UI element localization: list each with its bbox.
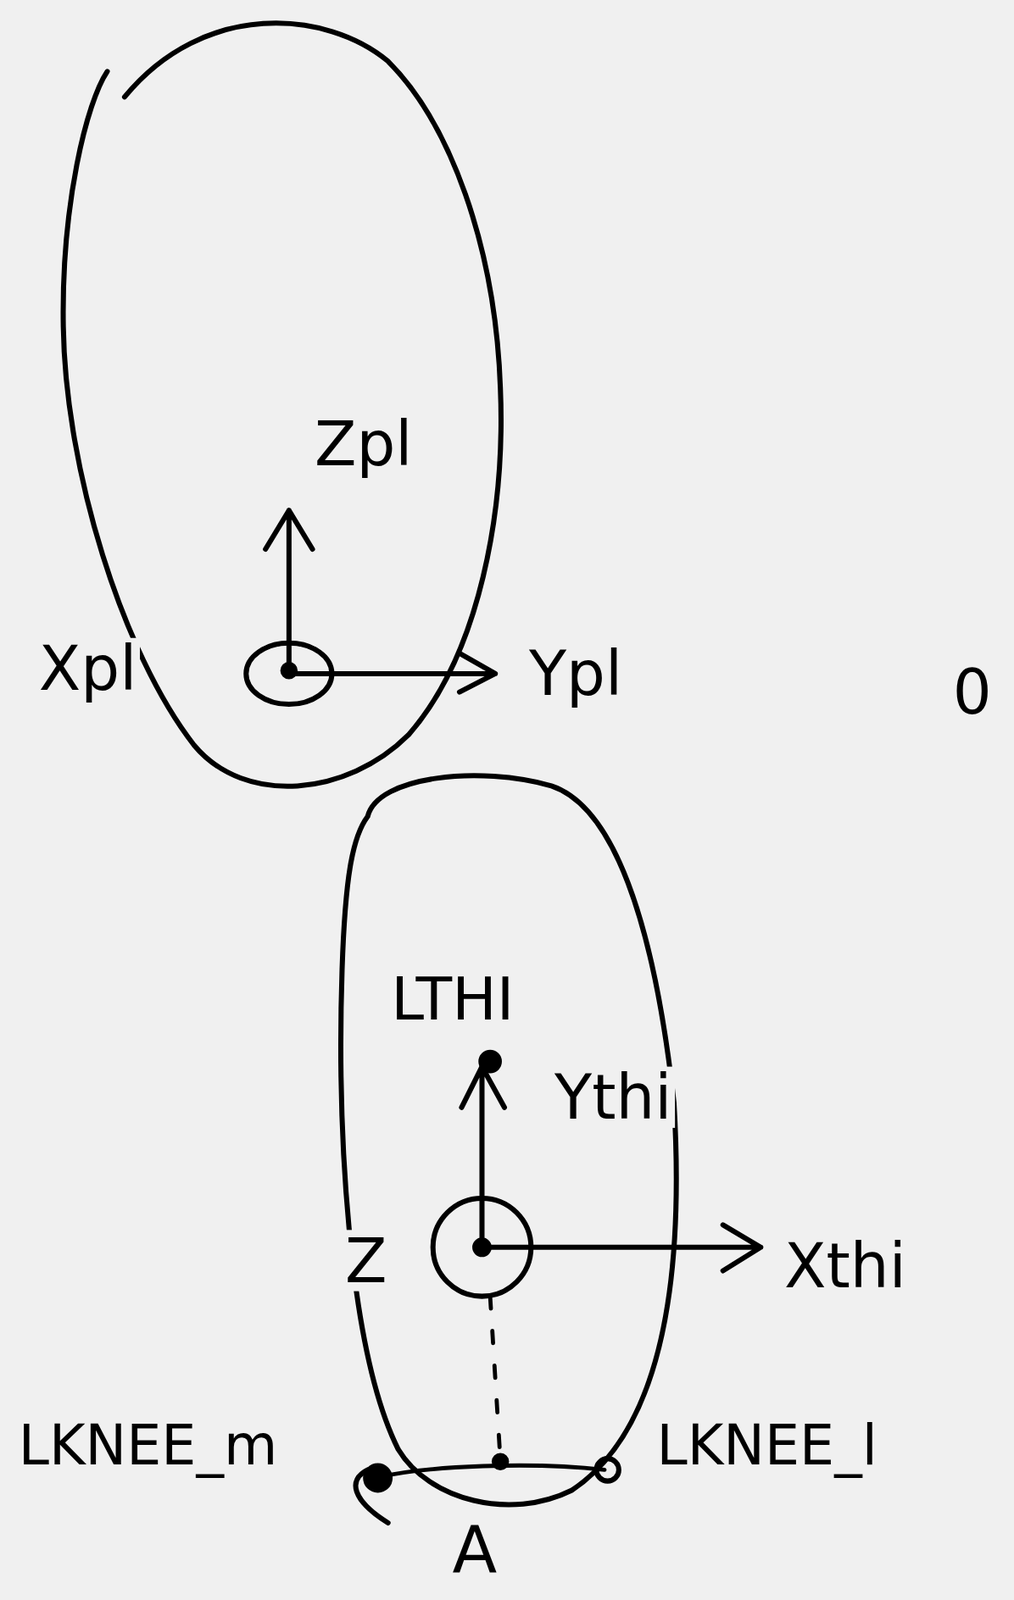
thigh-y-axis [461, 1067, 505, 1248]
knee-lateral-marker [596, 1459, 619, 1482]
axis-label: Ythi [551, 1067, 675, 1129]
thigh-outline [340, 775, 677, 1505]
axis-label: Ypl [525, 643, 625, 705]
knee-line [379, 1465, 605, 1477]
pelvis-z-axis [265, 510, 312, 671]
axis-label: Z [341, 1230, 390, 1292]
axis-label: Xpl [35, 638, 140, 700]
marker-label: LTHI [388, 969, 518, 1030]
knee-medial-mark [356, 1470, 389, 1524]
marker-label: LKNEE_l [653, 1419, 881, 1475]
thigh-x-axis [481, 1225, 761, 1271]
axis-label: Zpl [311, 413, 416, 475]
lthi-marker [480, 1053, 500, 1072]
knee-midpoint [494, 1456, 507, 1469]
pelvis-y-axis [289, 653, 496, 693]
marker-label: LKNEE_m [15, 1419, 281, 1475]
point-label: A [449, 1517, 501, 1583]
axis-label: Xthi [780, 1235, 909, 1297]
thigh-long-axis [490, 1297, 501, 1461]
note-label: 0 [949, 661, 995, 723]
